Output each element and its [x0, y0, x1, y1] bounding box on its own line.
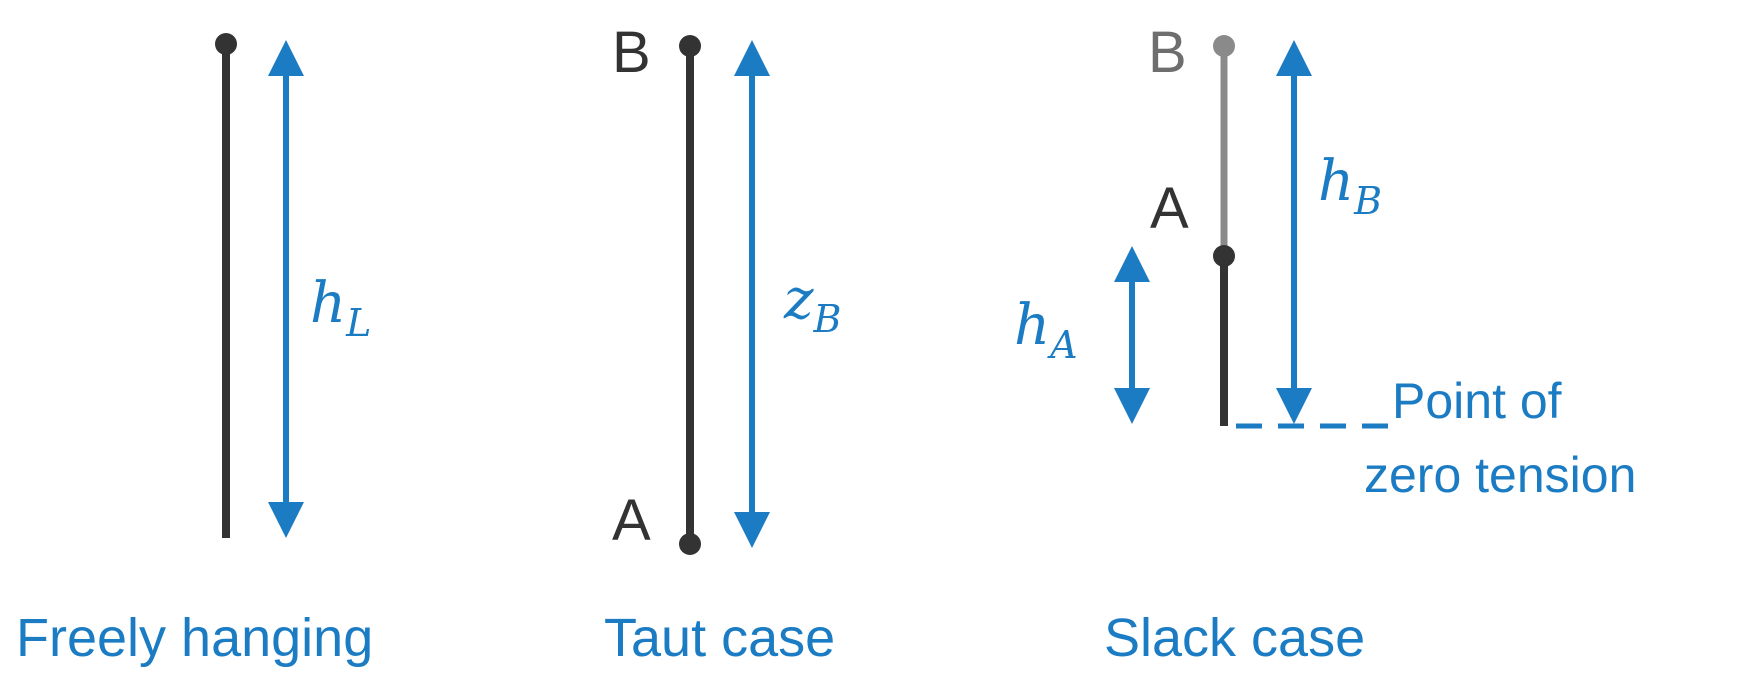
- freely-hanging-panel: hL Freely hanging: [16, 33, 373, 668]
- height-label-hl: hL: [310, 271, 371, 345]
- height-label-ha: hA: [1014, 293, 1078, 367]
- taut-label-b: B: [612, 20, 651, 85]
- height-label-hb: hB: [1318, 149, 1382, 223]
- slack-node-a: [1213, 245, 1235, 267]
- height-label-zb: zB: [783, 267, 841, 341]
- freely-hanging-top-node: [215, 33, 237, 55]
- taut-node-a: [679, 533, 701, 555]
- slack-node-b: [1213, 35, 1235, 57]
- caption-taut-case: Taut case: [604, 608, 835, 668]
- slack-label-b: B: [1148, 20, 1187, 85]
- zero-tension-note-line1: Point of: [1392, 373, 1562, 429]
- height-arrow-zb: [734, 40, 770, 548]
- zero-tension-note-line2: zero tension: [1364, 447, 1636, 503]
- taut-label-a: A: [612, 488, 651, 553]
- height-arrow-hl: [268, 40, 304, 538]
- taut-case-panel: B A zB Taut case: [604, 20, 841, 668]
- taut-node-b: [679, 35, 701, 57]
- slack-label-a: A: [1150, 176, 1189, 241]
- caption-slack-case: Slack case: [1104, 608, 1365, 668]
- caption-freely-hanging: Freely hanging: [16, 608, 373, 668]
- height-arrow-ha: [1114, 246, 1150, 424]
- height-arrow-hb: [1276, 40, 1312, 424]
- slack-case-panel: B A hA hB Point of zero tension Slack ca…: [1014, 20, 1636, 668]
